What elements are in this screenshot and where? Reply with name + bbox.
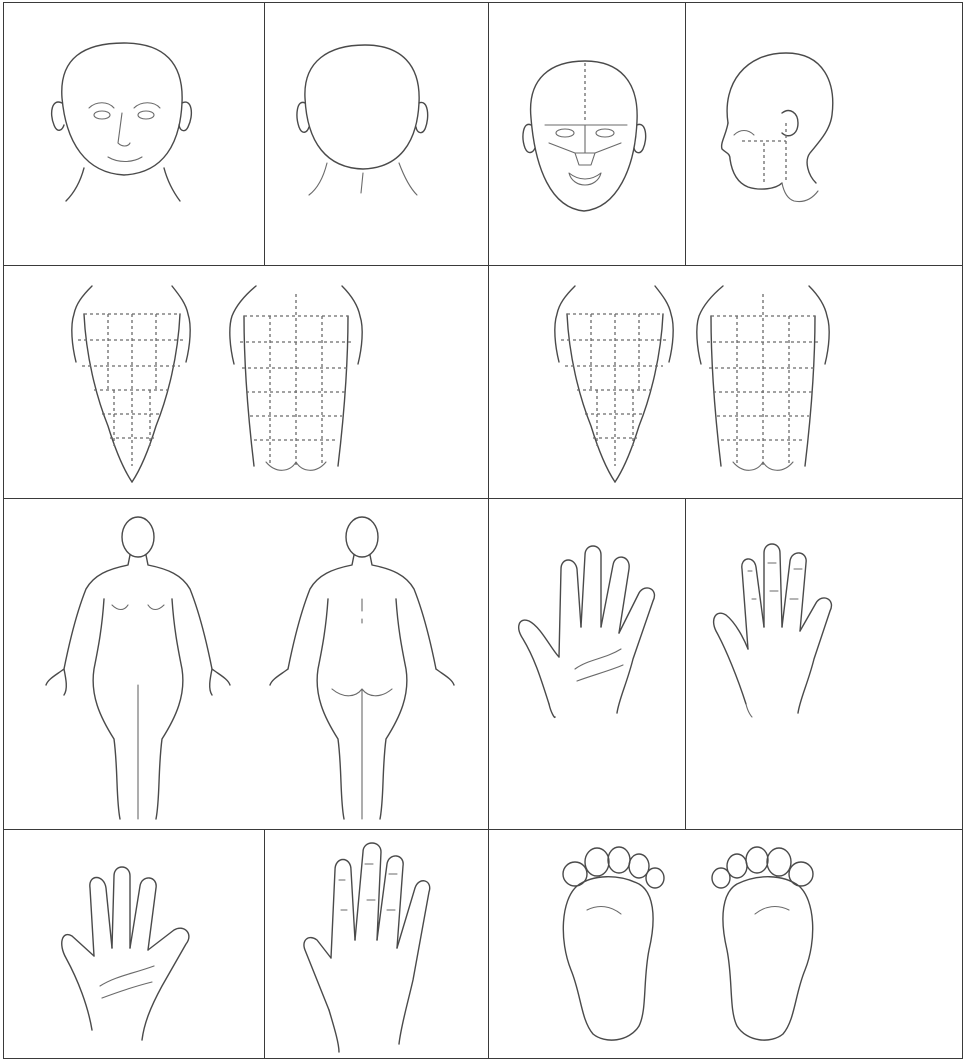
cell-face-profile (685, 2, 963, 266)
cell-torso-grid-a (3, 265, 489, 499)
head-front-drawing (4, 3, 265, 266)
cell-face-regions (488, 2, 686, 266)
hand-palm-right-drawing (489, 499, 686, 830)
cell-head-front (3, 2, 265, 266)
hand-back-right-drawing (686, 499, 963, 830)
female-body-drawing (4, 499, 489, 830)
cell-hand-back-left (264, 829, 489, 1059)
torso-grid-a-drawing (4, 266, 489, 499)
torso-grid-b-drawing (489, 266, 963, 499)
cell-hand-back-right (685, 498, 963, 830)
cell-hand-palm-left (3, 829, 265, 1059)
cell-feet-soles (488, 829, 963, 1059)
face-regions-drawing (489, 3, 686, 266)
cell-female-body (3, 498, 489, 830)
head-back-drawing (265, 3, 489, 266)
hand-palm-left-drawing (4, 830, 265, 1059)
feet-soles-drawing (489, 830, 963, 1059)
cell-torso-grid-b (488, 265, 963, 499)
hand-back-left-drawing (265, 830, 489, 1059)
cell-head-back (264, 2, 489, 266)
face-profile-drawing (686, 3, 963, 266)
cell-hand-palm-right (488, 498, 686, 830)
